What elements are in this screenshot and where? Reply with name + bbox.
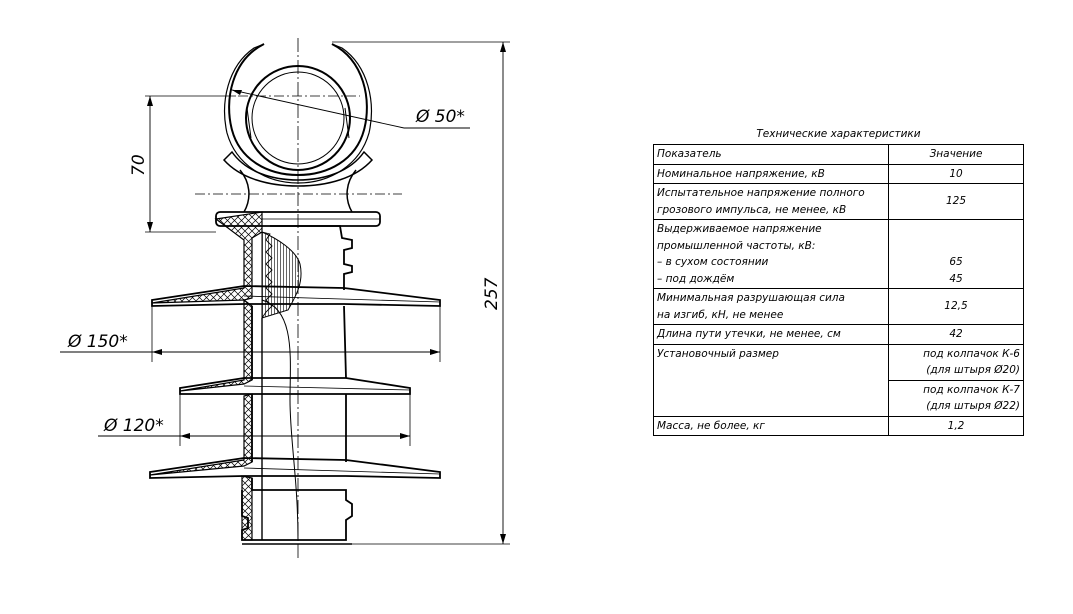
table-row: Установочный размер под колпачок К-6 (дл… (653, 343, 1024, 417)
table-header-row: Показатель Значение (653, 144, 1024, 165)
row-creepage-label: Длина пути утечки, не менее, см (653, 324, 889, 345)
table-row: Минимальная разрушающая сила на изгиб, к… (653, 288, 1024, 325)
row-voltage-value: 10 (888, 163, 1024, 184)
row-bending-label: Минимальная разрушающая сила на изгиб, к… (653, 288, 889, 325)
row-mounting-value-k6: под колпачок К-6 (для штыря Ø20) (888, 343, 1024, 381)
row-mounting-value-k7: под колпачок К-7 (для штыря Ø22) (888, 379, 1024, 417)
table-row: Номинальное напряжение, кВ 10 (653, 163, 1024, 184)
row-creepage-value: 42 (888, 324, 1024, 345)
row-mass-value: 1,2 (888, 415, 1024, 436)
row-withstand-value: 65 45 (888, 219, 1024, 289)
dim-label-d120: Ø 120* (103, 416, 164, 436)
row-withstand-label: Выдерживаемое напряжение промышленной ча… (653, 219, 889, 289)
dimension-diameter-150: Ø 150* (60, 306, 441, 362)
section-hatching (149, 211, 302, 541)
row-impulse-value: 125 (888, 183, 1024, 220)
specs-table: Показатель Значение Номинальное напряжен… (653, 144, 1024, 436)
table-title: Технические характеристики (756, 128, 921, 140)
row-voltage-label: Номинальное напряжение, кВ (653, 163, 889, 184)
dim-label-h70: 70 (129, 154, 149, 176)
table-row: под колпачок К-7 (для штыря Ø22) (654, 379, 1024, 417)
table-row: Масса, не более, кг 1,2 (653, 415, 1024, 436)
table-row: Испытательное напряжение полного грозово… (653, 183, 1024, 220)
dimension-diameter-50: Ø 50* (231, 89, 470, 129)
row-mass-label: Масса, не более, кг (653, 415, 889, 436)
dim-label-d150: Ø 150* (67, 332, 128, 352)
header-value: Значение (888, 144, 1024, 165)
dimension-height-257: 257 (332, 41, 510, 545)
header-param: Показатель (653, 144, 889, 165)
dimension-height-70: 70 (129, 95, 236, 233)
row-bending-value: 12,5 (888, 288, 1024, 325)
dim-label-d50: Ø 50* (415, 107, 465, 127)
row-mounting-label: Установочный размер (653, 343, 889, 417)
table-row: Длина пути утечки, не менее, см 42 (653, 324, 1024, 345)
dimension-diameter-120: Ø 120* (98, 394, 411, 446)
dim-label-h257: 257 (482, 277, 502, 310)
table-row: Выдерживаемое напряжение промышленной ча… (653, 219, 1024, 289)
row-impulse-label: Испытательное напряжение полного грозово… (653, 183, 889, 220)
